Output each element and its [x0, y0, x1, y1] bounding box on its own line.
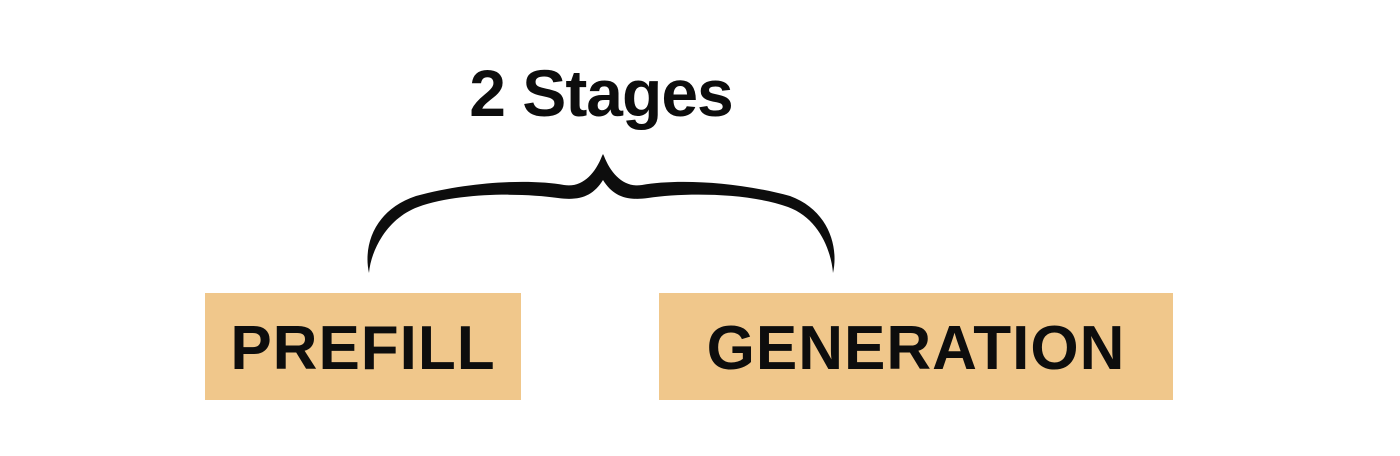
- diagram-title: 2 Stages: [469, 56, 733, 130]
- stage-box-prefill: PREFILL: [205, 293, 521, 400]
- curly-brace-down-icon: [366, 152, 836, 274]
- stage-label-prefill: PREFILL: [230, 314, 496, 383]
- stage-label-generation: GENERATION: [706, 314, 1126, 383]
- stage-box-generation: GENERATION: [659, 293, 1173, 400]
